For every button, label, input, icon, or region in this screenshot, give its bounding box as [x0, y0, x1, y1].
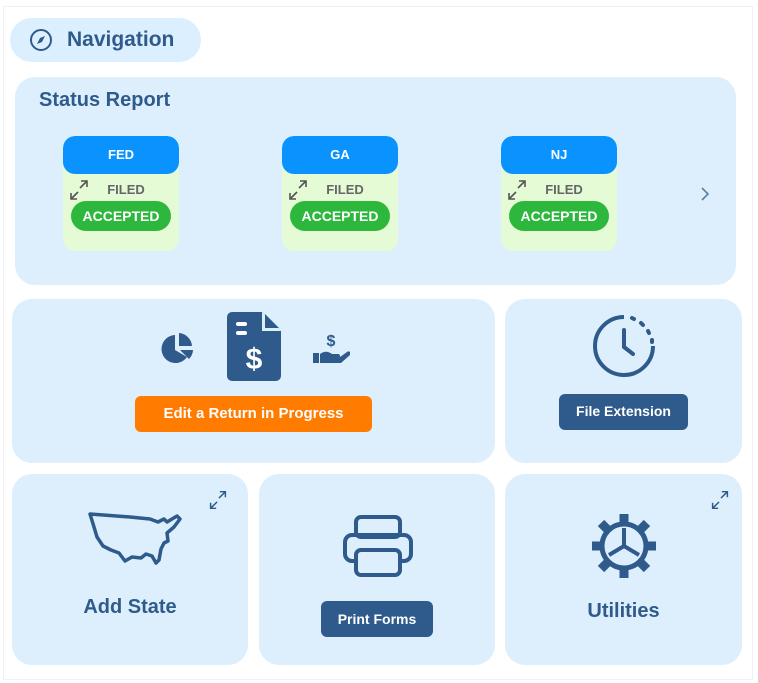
jurisdiction-label: GA [282, 136, 398, 174]
file-extension-card[interactable]: File Extension [505, 299, 742, 463]
expand-icon[interactable] [66, 177, 92, 203]
utilities-label: Utilities [587, 600, 660, 622]
status-item-nj[interactable]: NJ FILED ACCEPTED [501, 136, 617, 251]
jurisdiction-label: NJ [501, 136, 617, 174]
printer-icon [343, 515, 413, 577]
invoice-dollar-icon: $ [227, 312, 281, 381]
window-frame [3, 6, 753, 680]
jurisdiction-label: FED [63, 136, 179, 174]
accepted-badge: ACCEPTED [509, 201, 609, 231]
usa-map-icon [88, 512, 182, 565]
svg-text:$: $ [246, 343, 263, 376]
file-extension-button[interactable]: File Extension [559, 394, 688, 430]
clock-icon [593, 315, 655, 377]
expand-icon[interactable] [206, 488, 230, 512]
status-item-fed[interactable]: FED FILED ACCEPTED [63, 136, 179, 251]
add-state-label: Add State [83, 596, 177, 618]
filed-status: FILED [326, 182, 364, 197]
hand-dollar-icon: $ [313, 333, 350, 363]
print-forms-button[interactable]: Print Forms [321, 601, 433, 637]
status-report-title: Status Report [39, 89, 171, 111]
filed-status: FILED [107, 182, 145, 197]
expand-icon[interactable] [708, 488, 732, 512]
expand-icon[interactable] [285, 177, 311, 203]
pie-chart-icon [161, 333, 193, 363]
filed-status: FILED [545, 182, 583, 197]
navigation-label: Navigation [67, 28, 175, 51]
chevron-right-icon[interactable] [699, 185, 711, 203]
edit-return-button[interactable]: Edit a Return in Progress [135, 396, 372, 432]
accepted-badge: ACCEPTED [71, 201, 171, 231]
status-report-card: Status Report FED FILED ACCEPTED GA FILE… [15, 77, 736, 285]
compass-icon [30, 29, 52, 51]
gear-icon [592, 514, 656, 578]
accepted-badge: ACCEPTED [290, 201, 390, 231]
add-state-card[interactable]: Add State [12, 474, 248, 665]
svg-text:$: $ [327, 333, 336, 350]
expand-icon[interactable] [504, 177, 530, 203]
status-item-ga[interactable]: GA FILED ACCEPTED [282, 136, 398, 251]
utilities-card[interactable]: Utilities [505, 474, 742, 665]
edit-return-card[interactable]: $ $ Edit a Return in Progress [12, 299, 495, 463]
print-forms-card[interactable]: Print Forms [259, 474, 495, 665]
navigation-button[interactable]: Navigation [10, 18, 201, 62]
